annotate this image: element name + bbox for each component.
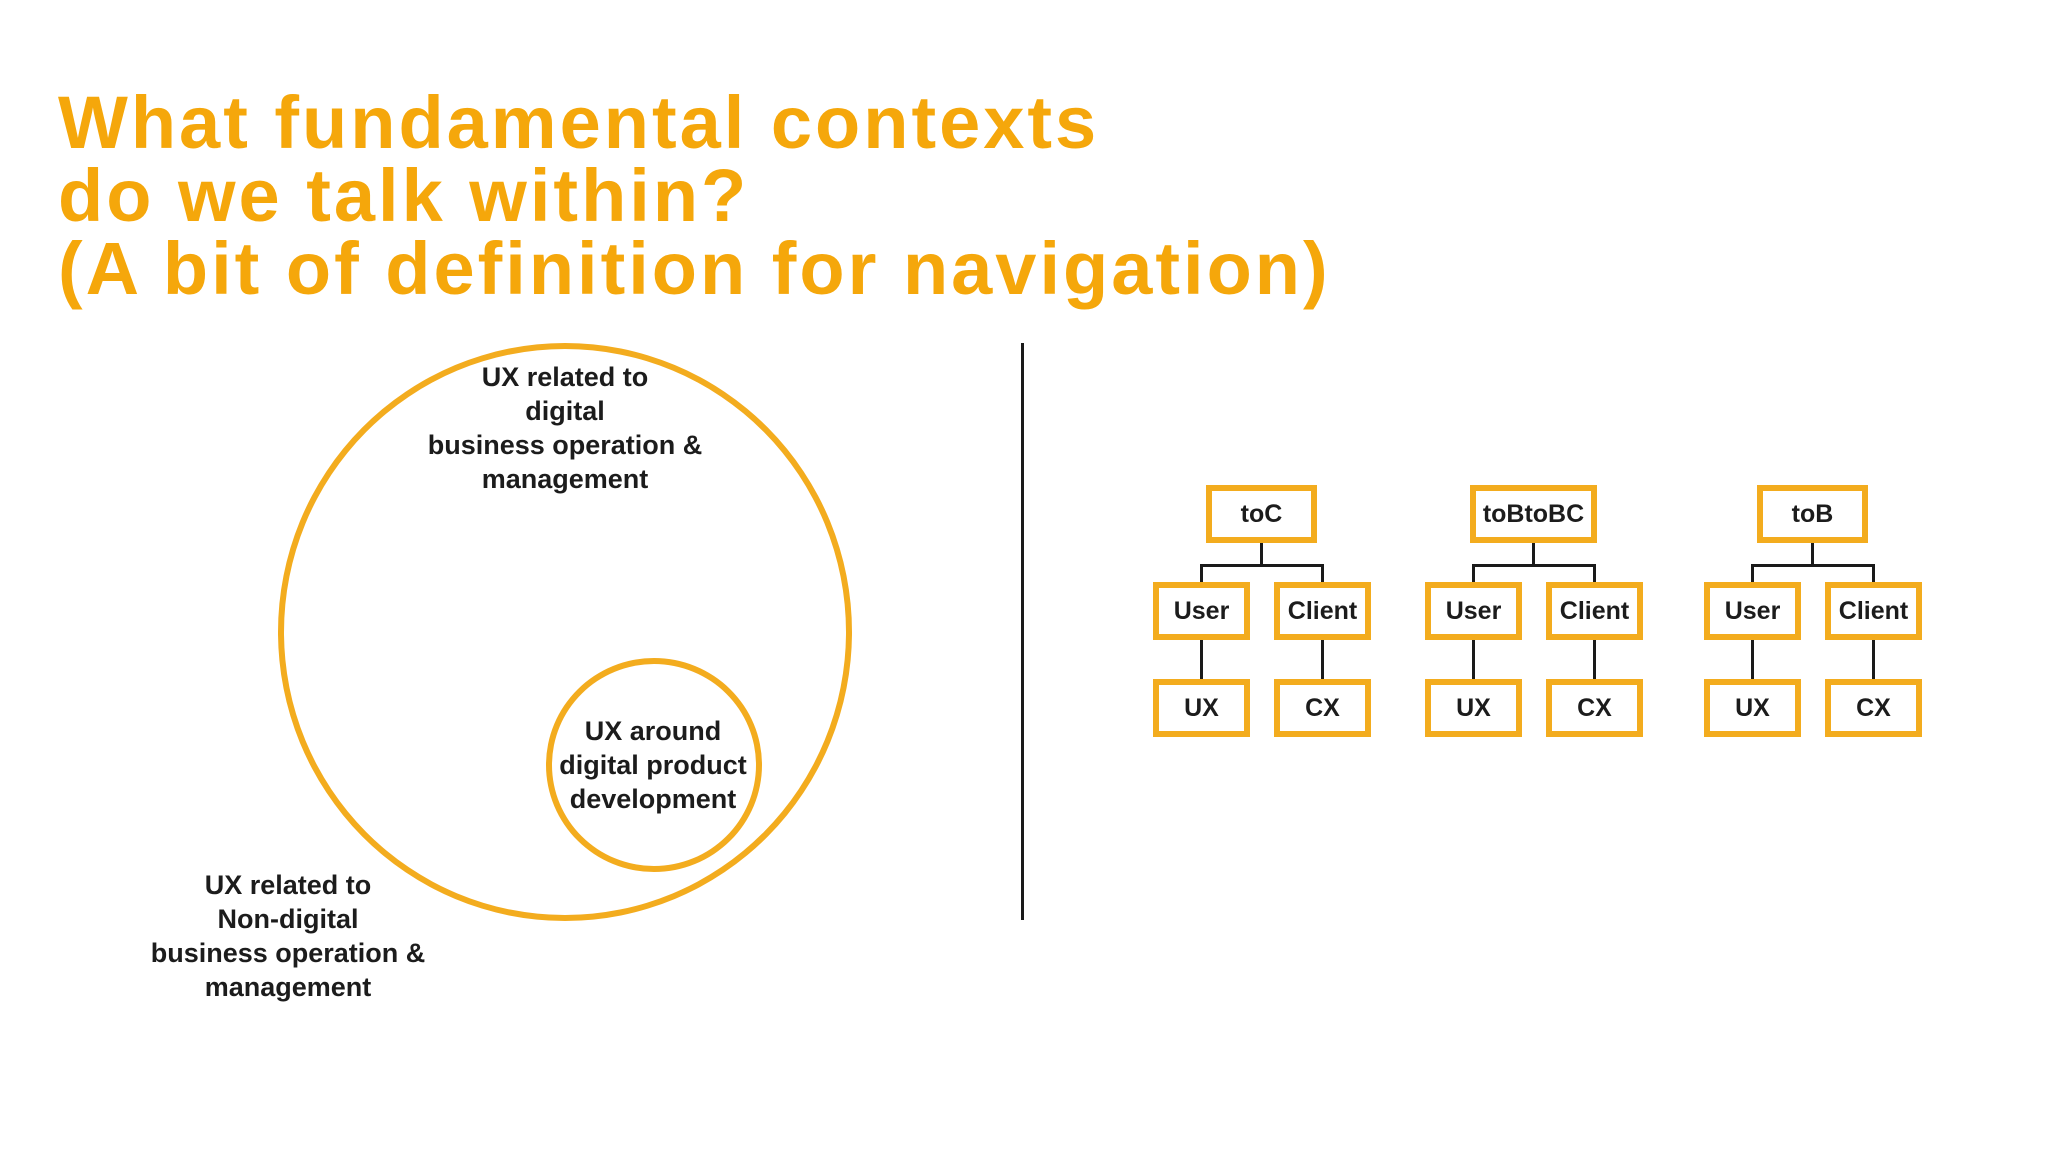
tree-branch-box-client: Client	[1546, 582, 1643, 640]
tree-leaf-label: CX	[1856, 693, 1891, 722]
tree-branch-label: Client	[1287, 596, 1358, 625]
tree-leaf-connector	[1751, 640, 1754, 679]
tree-root-box: toBtoBC	[1470, 485, 1597, 543]
org-tree-tob: toB User Client UX CX	[1704, 485, 1922, 737]
tree-branch-bracket	[1751, 564, 1875, 582]
tree-root-connector	[1260, 543, 1263, 564]
tree-leaf-label: CX	[1305, 693, 1340, 722]
tree-leaf-label: UX	[1184, 693, 1219, 722]
tree-root-connector	[1811, 543, 1814, 564]
tree-branch-box-client: Client	[1825, 582, 1922, 640]
tree-root-box: toB	[1757, 485, 1868, 543]
tree-branch-label: Client	[1559, 596, 1630, 625]
tree-branch-box-user: User	[1704, 582, 1801, 640]
tree-root-box: toC	[1206, 485, 1317, 543]
tree-root-label: toBtoBC	[1482, 499, 1585, 528]
venn-inner-circle-label: UX around digital product development	[559, 716, 747, 814]
tree-branch-box-user: User	[1153, 582, 1250, 640]
tree-branch-label: User	[1445, 596, 1502, 625]
org-tree-toc: toC User Client UX CX	[1153, 485, 1371, 737]
tree-leaf-box-ux: UX	[1704, 679, 1801, 737]
tree-leaf-box-cx: CX	[1546, 679, 1643, 737]
tree-root-label: toC	[1240, 499, 1283, 528]
tree-branch-box-client: Client	[1274, 582, 1371, 640]
slide-title: What fundamental contexts do we talk wit…	[58, 80, 1331, 310]
tree-leaf-connector	[1472, 640, 1475, 679]
tree-branch-label: User	[1173, 596, 1230, 625]
tree-branch-label: User	[1724, 596, 1781, 625]
tree-leaf-label: UX	[1456, 693, 1491, 722]
tree-root-connector	[1532, 543, 1535, 564]
venn-inner-circle	[546, 658, 762, 872]
venn-outside-label: UX related to Non-digital business opera…	[150, 870, 426, 1002]
tree-leaf-connector	[1200, 640, 1203, 679]
tree-leaf-box-cx: CX	[1274, 679, 1371, 737]
venn-outer-circle-label: UX related to digital business operation…	[427, 362, 703, 494]
tree-leaf-box-ux: UX	[1425, 679, 1522, 737]
tree-leaf-box-cx: CX	[1825, 679, 1922, 737]
tree-leaf-connector	[1872, 640, 1875, 679]
tree-leaf-connector	[1321, 640, 1324, 679]
tree-branch-box-user: User	[1425, 582, 1522, 640]
tree-leaf-label: CX	[1577, 693, 1612, 722]
tree-branch-bracket	[1200, 564, 1324, 582]
venn-outer-circle	[278, 343, 852, 921]
tree-branch-label: Client	[1838, 596, 1909, 625]
tree-root-label: toB	[1791, 499, 1834, 528]
section-divider-line	[1021, 343, 1024, 920]
org-tree-tobtobc: toBtoBC User Client UX CX	[1425, 485, 1643, 737]
tree-leaf-connector	[1593, 640, 1596, 679]
tree-leaf-box-ux: UX	[1153, 679, 1250, 737]
tree-leaf-label: UX	[1735, 693, 1770, 722]
tree-branch-bracket	[1472, 564, 1596, 582]
